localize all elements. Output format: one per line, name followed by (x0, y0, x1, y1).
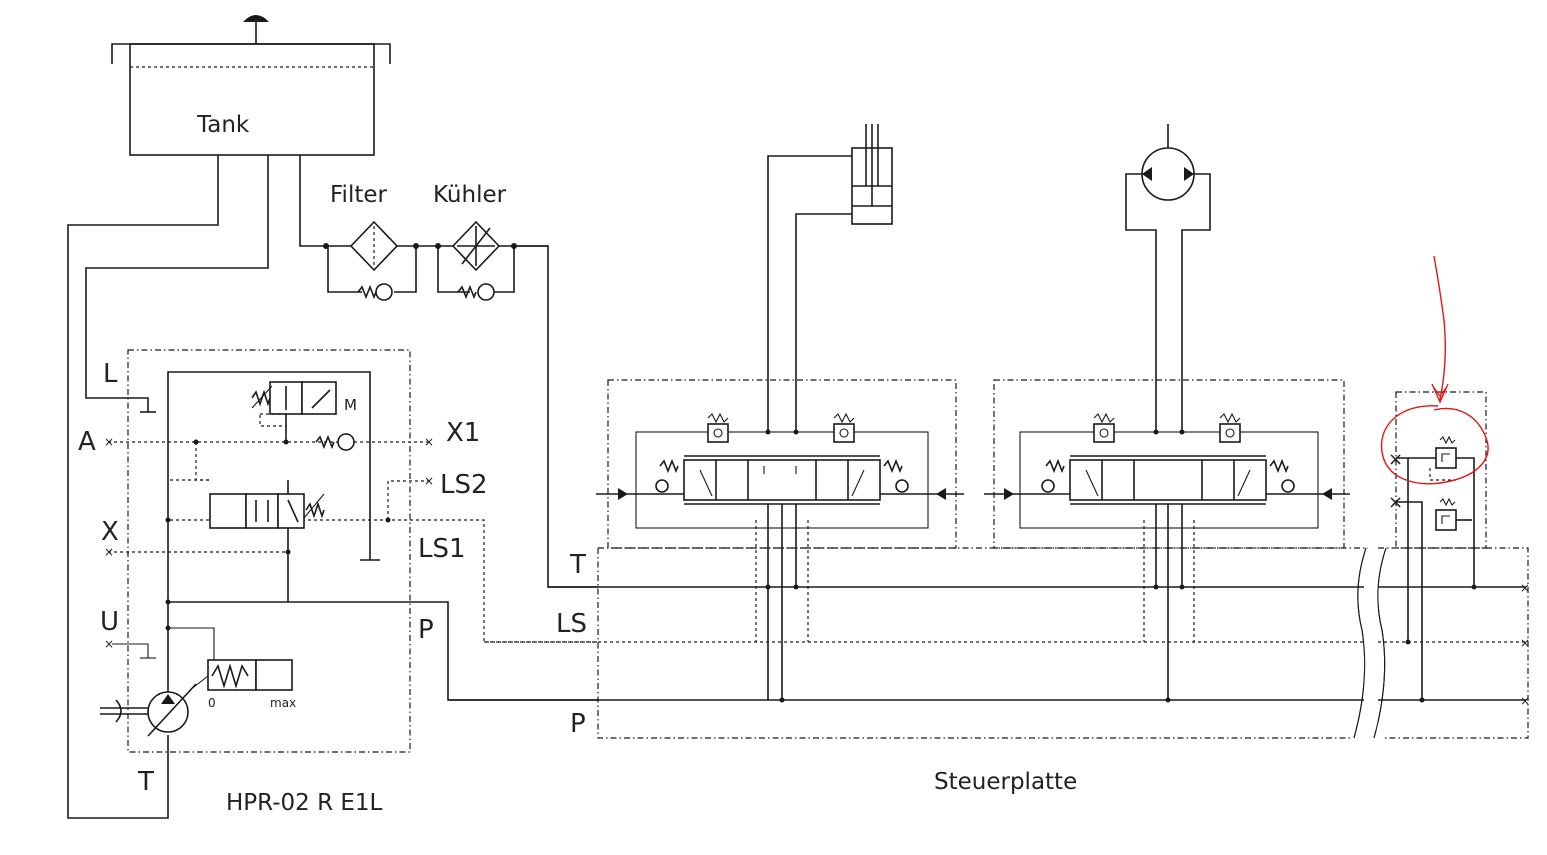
control-plate-label: Steuerplatte (934, 769, 1077, 795)
cooler-label: Kühler (433, 182, 507, 208)
red-annotation-circle (1380, 405, 1489, 485)
cylinder (767, 124, 893, 432)
port-P-pump-label: P (418, 615, 434, 645)
svg-text:×: × (104, 435, 114, 449)
pump-block: L A X1 LS2 X LS1 U P T HPR-02 R E1L × × … (78, 349, 598, 816)
control-plate: × × × T LS P Steuerplatte (448, 547, 1530, 795)
svg-text:×: × (1388, 492, 1403, 513)
svg-text:×: × (1520, 581, 1530, 595)
cooler-unit: Kühler (433, 182, 517, 301)
tank-label: Tank (196, 112, 250, 138)
port-U-label: U (100, 607, 119, 637)
port-X-label: X (101, 517, 119, 547)
return-line (514, 245, 598, 588)
valve-section-2 (984, 379, 1350, 703)
line-LS-label: LS (556, 609, 587, 639)
svg-text:×: × (104, 545, 114, 559)
svg-text:×: × (1520, 636, 1530, 650)
filter-unit: Filter (323, 182, 548, 301)
port-LS1-label: LS1 (418, 534, 466, 564)
port-LS2-label: LS2 (440, 470, 488, 500)
hydraulic-motor (1125, 124, 1211, 432)
tank-lines (67, 155, 330, 819)
svg-text:×: × (424, 474, 434, 488)
filter-label: Filter (330, 182, 388, 208)
line-P-label: P (570, 709, 586, 739)
tank: Tank (111, 15, 391, 156)
line-T-label: T (569, 550, 586, 580)
pump-name-label: HPR-02 R E1L (226, 790, 383, 816)
svg-text:×: × (1520, 694, 1530, 708)
motor-M-label: M (344, 396, 357, 414)
port-T-pump-label: T (137, 767, 154, 797)
end-section: × × (1388, 391, 1487, 703)
svg-text:×: × (1388, 449, 1403, 470)
svg-text:×: × (104, 637, 114, 651)
port-X1-label: X1 (446, 418, 480, 448)
port-A-label: A (78, 427, 96, 457)
disp-max-label: max (270, 696, 296, 710)
svg-text:×: × (424, 435, 434, 449)
valve-section-1 (596, 379, 964, 703)
disp-min-label: 0 (208, 696, 216, 710)
red-annotation-arrow (1431, 255, 1449, 404)
port-L-label: L (103, 359, 118, 389)
